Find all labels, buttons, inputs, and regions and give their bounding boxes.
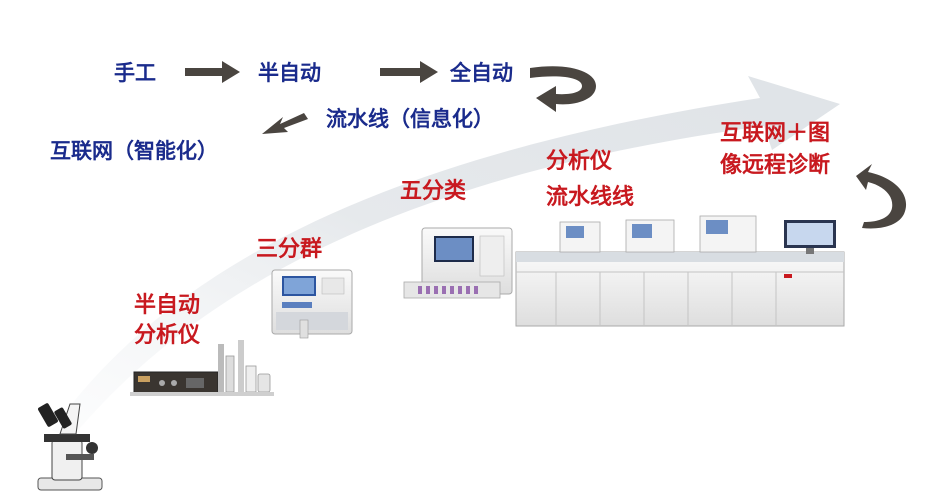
flow-arrow-2 [380,61,438,83]
label-internet-intelligence: 互联网（智能化） [50,139,218,163]
label-analyzer-pipeline-line1: 分析仪 [546,149,613,174]
microscope-icon [37,403,103,491]
label-pipeline-informatization: 流水线（信息化） [326,107,494,131]
label-semi-auto: 半自动 [258,61,321,85]
label-semi-auto-analyzer-line2: 分析仪 [134,323,201,348]
growth-swoosh-arrow [52,76,840,440]
label-full-auto: 全自动 [450,61,513,85]
label-remote-diagnosis-line1: 互联网＋图 [720,121,831,146]
label-manual: 手工 [114,61,156,85]
label-analyzer-pipeline-line2: 流水线线 [546,185,635,210]
flow-u-turn-arrow [530,66,596,112]
remote-curved-arrow [856,164,907,229]
label-semi-auto-analyzer-line1: 半自动 [134,293,201,318]
five-part-analyzer-icon [403,227,513,299]
semi-auto-analyzer-icon [130,340,274,396]
label-five-part: 五分类 [400,179,467,204]
pipeline-analyzer-icon [515,215,845,327]
label-three-part: 三分群 [256,237,323,262]
flow-arrow-1 [185,61,240,83]
flow-arrow-down-left [262,113,308,134]
label-remote-diagnosis-line2: 像远程诊断 [720,153,831,178]
three-part-analyzer-icon [271,269,353,339]
